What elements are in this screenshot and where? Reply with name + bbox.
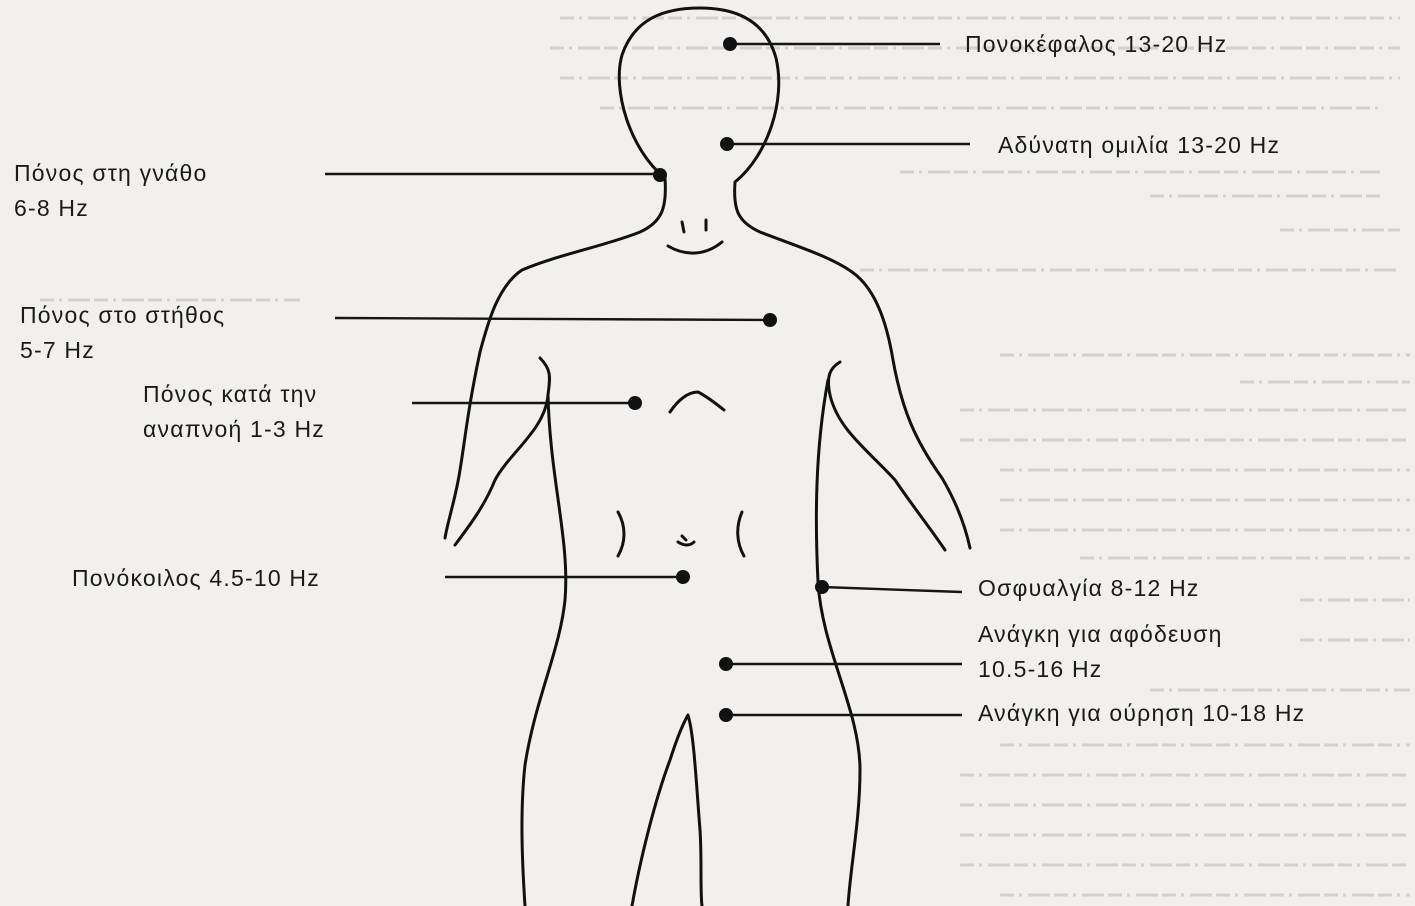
headache-dot [723, 37, 737, 51]
breathing-dot [628, 396, 642, 410]
left-flank [522, 395, 566, 906]
label-breathing-pain: Πόνος κατά την αναπνοή 1-3 Hz [143, 377, 325, 447]
defecation-text-line2: 10.5-16 Hz [978, 652, 1223, 687]
leader-lines [325, 37, 970, 722]
ribcage-arch [670, 392, 724, 412]
label-lumbago: Οσφυαλγία 8-12 Hz [978, 571, 1200, 606]
lumbago-text: Οσφυαλγία 8-12 Hz [978, 571, 1200, 606]
breathing-text-line1: Πόνος κατά την [143, 377, 325, 412]
label-defecation: Ανάγκη για αφόδευση 10.5-16 Hz [978, 617, 1223, 687]
head-and-torso-outline [445, 8, 970, 548]
urination-text: Ανάγκη για ούρηση 10-18 Hz [978, 696, 1305, 731]
jaw-text-line2: 6-8 Hz [14, 191, 208, 226]
label-speech: Αδύνατη ομιλία 13-20 Hz [998, 128, 1280, 163]
abdominal-dot [676, 570, 690, 584]
headache-text: Πονοκέφαλος 13-20 Hz [965, 27, 1227, 62]
right-flank [816, 380, 860, 906]
defecation-text-line1: Ανάγκη για αφόδευση [978, 617, 1223, 652]
label-headache: Πονοκέφαλος 13-20 Hz [965, 27, 1227, 62]
chest-dot [763, 313, 777, 327]
jaw-text-line1: Πόνος στη γνάθο [14, 156, 208, 191]
chest-text-line1: Πόνος στο στήθος [20, 298, 225, 333]
lumbago-leader [822, 587, 962, 592]
chest-text-line2: 5-7 Hz [20, 333, 225, 368]
lumbago-dot [815, 580, 829, 594]
abdominal-text: Πονόκοιλος 4.5-10 Hz [72, 561, 320, 596]
label-jaw-pain: Πόνος στη γνάθο 6-8 Hz [14, 156, 208, 226]
body-outline [445, 8, 970, 906]
label-abdominal-pain: Πονόκοιλος 4.5-10 Hz [72, 561, 320, 596]
breathing-text-line2: αναπνοή 1-3 Hz [143, 412, 325, 447]
label-urination: Ανάγκη για ούρηση 10-18 Hz [978, 696, 1305, 731]
abdomen-marks [618, 512, 744, 556]
label-chest-pain: Πόνος στο στήθος 5-7 Hz [20, 298, 225, 368]
speech-dot [720, 137, 734, 151]
left-arm-inner [455, 358, 550, 545]
speech-text: Αδύνατη ομιλία 13-20 Hz [998, 128, 1280, 163]
jaw-dot [653, 168, 667, 182]
defecation-dot [719, 657, 733, 671]
urination-dot [719, 708, 733, 722]
collarbone-marks [668, 220, 722, 253]
chest-leader [335, 318, 770, 320]
inner-legs [632, 715, 702, 906]
